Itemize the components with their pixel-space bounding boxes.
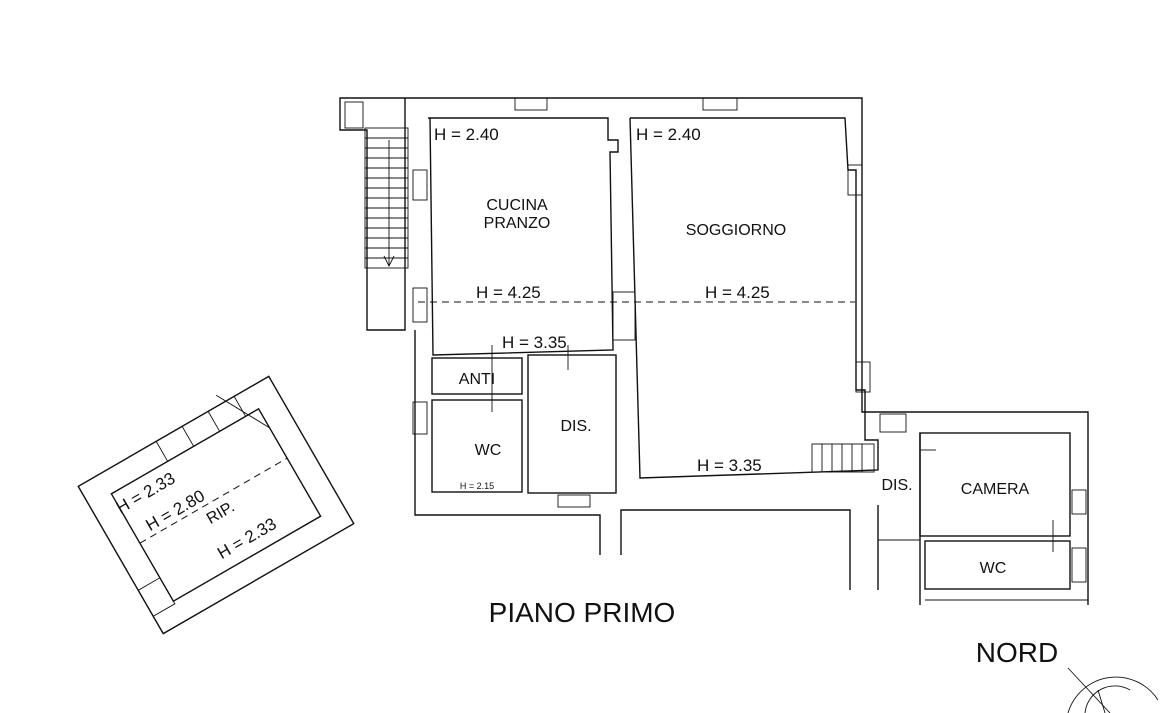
soggiorno-height-bottom: H = 3.35 [697,456,762,475]
right-wing-walls [811,411,1089,605]
main-outer-walls [339,97,880,590]
rip-label: RIP. [204,499,238,528]
room-cucina-pranzo [428,117,619,356]
dis-right-label: DIS. [881,477,912,494]
stair-left [344,101,409,269]
wc-main-label: WC [475,442,502,459]
floor-title: PIANO PRIMO [489,597,676,628]
anti-label: ANTI [459,371,495,388]
room-soggiorno [612,117,879,479]
rooms-bath-block [431,345,617,494]
wc-right-label: WC [980,560,1007,577]
soggiorno-label: SOGGIORNO [686,222,786,239]
windows [412,97,871,508]
soggiorno-height-mid: H = 4.25 [705,283,770,302]
room-rip: RIP. H = 2.33 H = 2.80 H = 2.33 [77,375,355,635]
rip-height-bottom: H = 2.33 [214,514,280,563]
cucina-label-line2: PRANZO [484,215,551,232]
wc-main-height: H = 2.15 [460,481,494,491]
north-arrow [1067,667,1159,713]
camera-label: CAMERA [961,481,1030,498]
cucina-height-top: H = 2.40 [434,125,499,144]
soggiorno-height-top: H = 2.40 [636,125,701,144]
dis-main-label: DIS. [560,418,591,435]
cucina-label-line1: CUCINA [486,197,548,214]
corridor-height: H = 3.35 [502,333,567,352]
cucina-height-mid: H = 4.25 [476,283,541,302]
north-label: NORD [976,637,1058,668]
